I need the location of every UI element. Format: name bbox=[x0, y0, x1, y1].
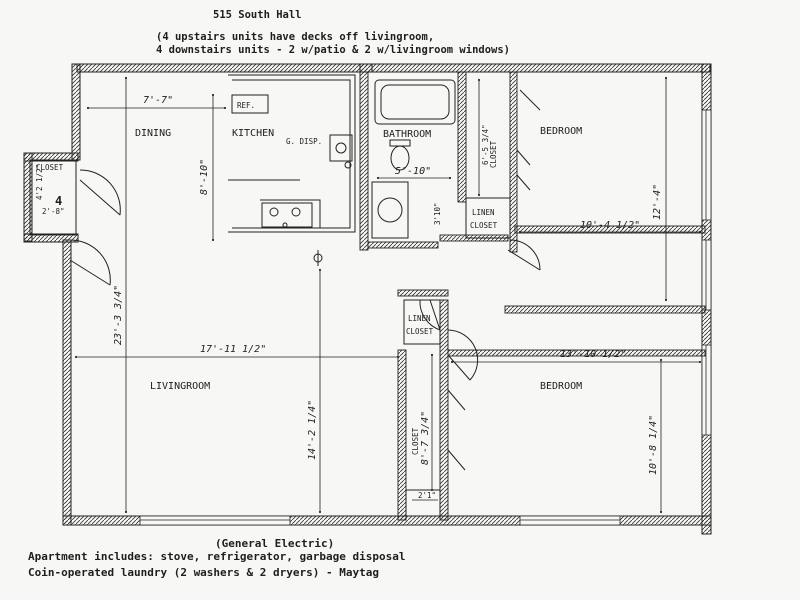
appliance-brand: (General Electric) bbox=[215, 537, 335, 550]
wall-top-left bbox=[76, 63, 373, 73]
wall-bed2-top bbox=[447, 349, 706, 357]
entry-closet-box bbox=[29, 159, 77, 236]
laundry-line: Coin-operated laundry (2 washers & 2 dry… bbox=[28, 566, 379, 579]
room-bedroom-2: BEDROOM bbox=[540, 381, 582, 392]
window-bed1 bbox=[701, 109, 712, 221]
linen-closet-1-bottom: CLOSET bbox=[470, 221, 498, 230]
dim-bed1-depth: 12'-4" bbox=[652, 184, 663, 220]
wall-bath-bottom bbox=[367, 241, 439, 249]
dim-bed2-depth: 10'-8 1/4" bbox=[648, 415, 659, 475]
wall-bath-right bbox=[457, 71, 467, 203]
door-bed1 bbox=[507, 239, 541, 271]
room-kitchen: KITCHEN bbox=[232, 128, 274, 139]
interior-walls bbox=[359, 71, 706, 521]
dim-living-width: 17'-11 1/2" bbox=[200, 344, 266, 355]
door-bath bbox=[519, 89, 541, 111]
linen-closet-1-top: LINEN bbox=[472, 208, 495, 217]
wall-top-right bbox=[359, 63, 711, 73]
dim-dining-width: 7'-7" bbox=[143, 95, 173, 106]
room-livingroom: LIVINGROOM bbox=[150, 381, 210, 392]
dimension-lines bbox=[74, 76, 702, 514]
closet-boxes bbox=[29, 159, 511, 517]
window-bed2 bbox=[701, 344, 712, 436]
wall-closet-left bbox=[397, 349, 407, 521]
wall-closet-right bbox=[439, 299, 449, 521]
wall-bed1-bottom-b bbox=[504, 305, 706, 314]
window-right-mid bbox=[701, 239, 712, 311]
dim-closet-bed2: 8'-7 3/4" bbox=[420, 411, 431, 465]
wall-left-lower bbox=[62, 239, 72, 526]
doors bbox=[69, 89, 541, 471]
plan-title: 515 South Hall bbox=[213, 9, 302, 21]
window-bed2-bottom bbox=[519, 515, 621, 526]
dim-entry-closet-d: 2'-8" bbox=[42, 207, 65, 216]
dim-closet-bed1: 6'-5 3/4" bbox=[481, 124, 490, 165]
entry-closet-label: CLOSET bbox=[36, 163, 64, 172]
room-bathroom: BATHROOM bbox=[383, 129, 431, 140]
door-entry-closet bbox=[69, 239, 111, 286]
door-bed2 bbox=[447, 329, 479, 381]
closet-door-bed2b bbox=[447, 449, 466, 471]
wall-linen2-top bbox=[397, 289, 449, 297]
vanity bbox=[371, 181, 409, 239]
electrical-outlet-icon bbox=[313, 250, 323, 266]
dim-kitchen-depth: 8'-10" bbox=[199, 159, 210, 195]
dim-bed1-width: 10'-4 1/2" bbox=[580, 220, 640, 231]
linen-closet-2-top: LINEN bbox=[408, 314, 431, 323]
wall-entry-left bbox=[23, 152, 33, 242]
dim-living-depth: 14'-2 1/4" bbox=[307, 400, 318, 460]
wall-left-upper bbox=[71, 63, 81, 161]
dim-overall-depth: 23'-3 3/4" bbox=[113, 285, 124, 345]
header-note-line-1: (4 upstairs units have decks off livingr… bbox=[156, 31, 435, 43]
dim-bath-small: 3'10" bbox=[433, 202, 442, 225]
closet-door-bed1a bbox=[516, 149, 531, 166]
windows bbox=[139, 109, 712, 526]
dim-entry-closet-w: 4'2 1/2" bbox=[35, 164, 44, 200]
sink bbox=[329, 134, 353, 169]
garbage-disposal-label: G. DISP. bbox=[286, 137, 322, 146]
kitchen-counter bbox=[228, 74, 356, 233]
wall-bath-left bbox=[359, 71, 369, 251]
bed2-closet-label: CLOSET bbox=[411, 427, 420, 455]
wall-entry-bottom bbox=[23, 233, 79, 243]
stove bbox=[261, 202, 313, 228]
header-note-line-2: 4 downstairs units - 2 w/patio & 2 w/liv… bbox=[156, 44, 511, 56]
bathtub bbox=[374, 79, 456, 125]
bed1-closet-label: CLOSET bbox=[489, 140, 498, 168]
room-bedroom-1: BEDROOM bbox=[540, 126, 582, 137]
linen-closet-2-bottom: CLOSET bbox=[406, 327, 434, 336]
dim-bed2-width: 13'-10 1/2" bbox=[560, 349, 626, 360]
bed2-closet-foot bbox=[405, 489, 441, 517]
toilet bbox=[389, 139, 411, 171]
entry-number: 4 bbox=[55, 194, 62, 208]
dim-closet-bed2-w: 2'1" bbox=[418, 491, 436, 500]
room-dining: DINING bbox=[135, 128, 171, 139]
closet-door-bed1b bbox=[516, 174, 531, 191]
linen1-box bbox=[465, 197, 511, 239]
linen2-box bbox=[403, 299, 441, 345]
refrigerator-label: REF. bbox=[237, 101, 255, 110]
door-linen2 bbox=[419, 299, 441, 331]
refrigerator bbox=[231, 94, 269, 114]
closet-door-bed2a bbox=[447, 389, 466, 411]
door-entry bbox=[79, 169, 121, 216]
includes-line: Apartment includes: stove, refrigerator,… bbox=[28, 550, 406, 563]
window-living bbox=[139, 515, 291, 526]
wall-bed1-left bbox=[509, 71, 518, 253]
dim-bath-width: 5'-10" bbox=[395, 166, 431, 177]
